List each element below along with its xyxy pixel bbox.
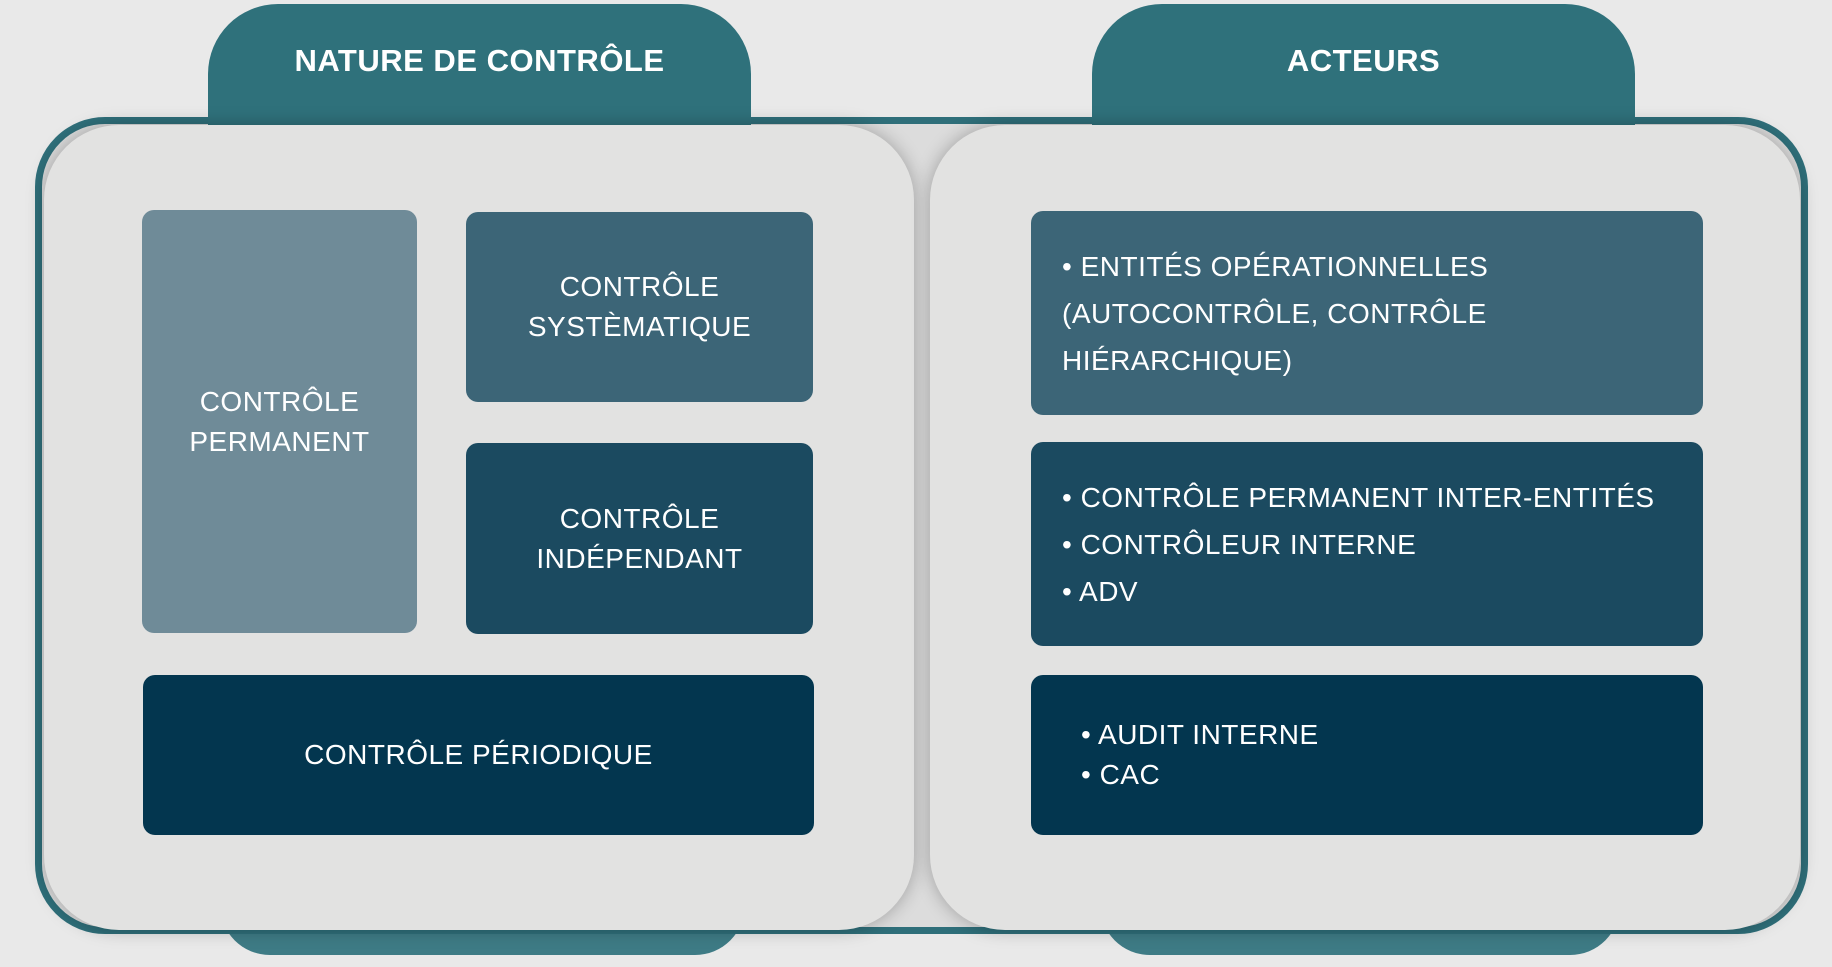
- acteurs-entites-line-3: HIÉRARCHIQUE): [1062, 344, 1293, 376]
- acteurs-entites-box: • ENTITÉS OPÉRATIONNELLES (AUTOCONTRÔLE,…: [1031, 211, 1703, 415]
- controle-periodique-label: CONTRÔLE PÉRIODIQUE: [304, 739, 653, 770]
- controle-independant-line-1: CONTRÔLE: [559, 502, 720, 534]
- acteurs-periodique-item-1: • AUDIT INTERNE: [1081, 719, 1319, 750]
- acteurs-entites-line-1: • ENTITÉS OPÉRATIONNELLES: [1062, 250, 1489, 282]
- acteurs-title: ACTEURS: [1286, 43, 1441, 78]
- nature-header: NATURE DE CONTRÔLE: [208, 4, 751, 126]
- controle-permanent-line-2: PERMANENT: [189, 425, 370, 457]
- controle-systematique-line-2: SYSTÈMATIQUE: [527, 311, 752, 342]
- controle-independant-line-2: INDÉPENDANT: [536, 542, 743, 574]
- acteurs-header: ACTEURS: [1092, 4, 1635, 126]
- acteurs-permanent-item-1: • CONTRÔLE PERMANENT INTER-ENTITÉS: [1062, 481, 1655, 513]
- controle-periodique-box: CONTRÔLE PÉRIODIQUE: [143, 675, 814, 835]
- controle-permanent-line-1: CONTRÔLE: [199, 385, 360, 417]
- controle-independant-box: CONTRÔLE INDÉPENDANT: [466, 443, 813, 634]
- acteurs-periodique-item-2: • CAC: [1081, 759, 1161, 790]
- acteurs-periodique-box: • AUDIT INTERNE • CAC: [1031, 675, 1703, 835]
- controle-systematique-box: CONTRÔLE SYSTÈMATIQUE: [466, 212, 813, 402]
- acteurs-permanent-item-3: • ADV: [1062, 575, 1139, 607]
- acteurs-permanent-item-2: • CONTRÔLEUR INTERNE: [1062, 528, 1417, 560]
- acteurs-permanent-box: • CONTRÔLE PERMANENT INTER-ENTITÉS • CON…: [1031, 442, 1703, 646]
- nature-title: NATURE DE CONTRÔLE: [294, 43, 665, 78]
- controle-permanent-box: CONTRÔLE PERMANENT: [142, 210, 417, 633]
- controle-systematique-line-1: CONTRÔLE: [559, 271, 720, 302]
- acteurs-entites-line-2: (AUTOCONTRÔLE, CONTRÔLE: [1062, 297, 1487, 329]
